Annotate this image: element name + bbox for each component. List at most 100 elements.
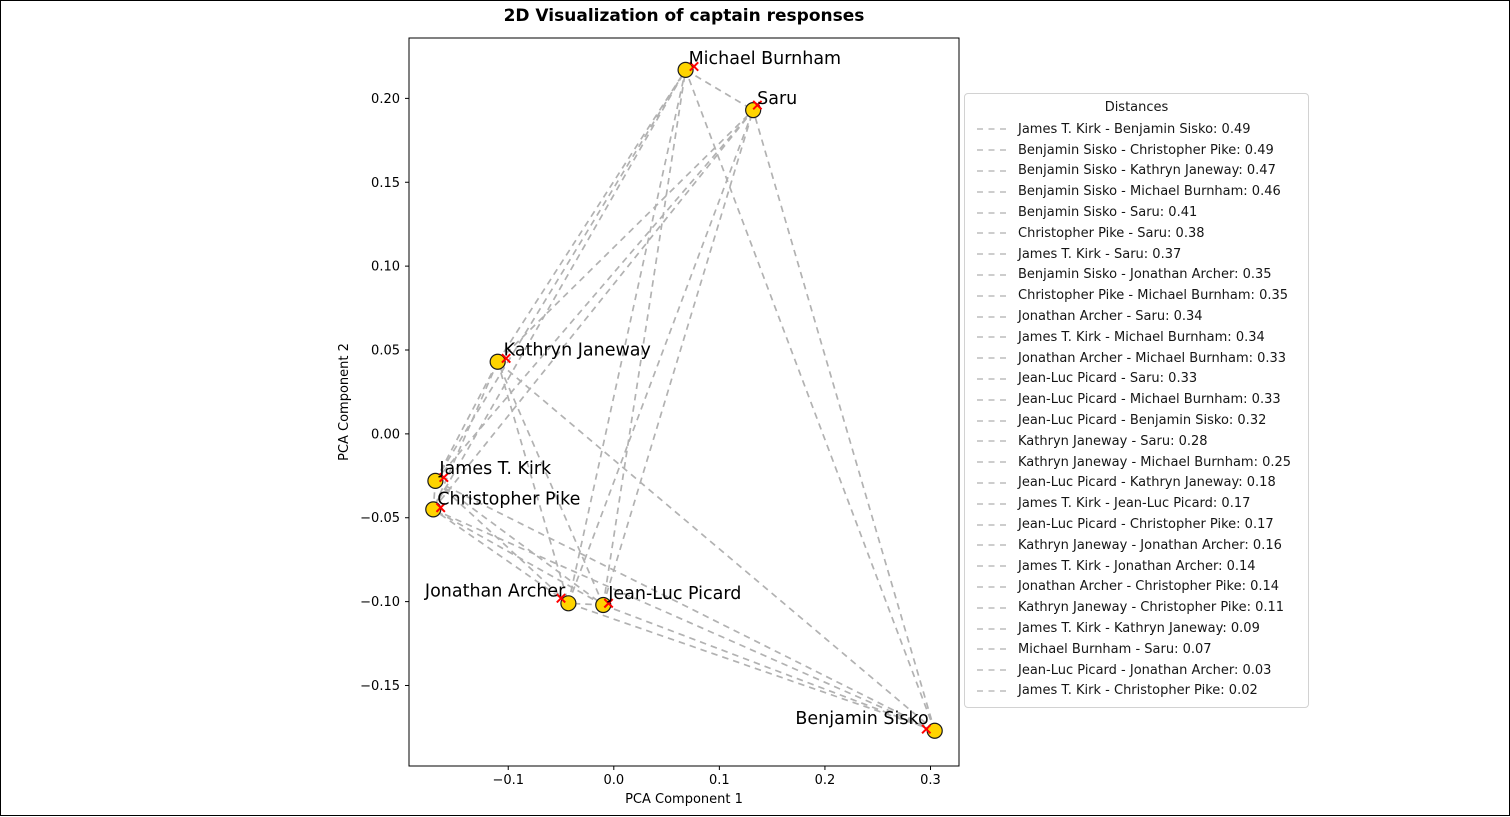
distance-edge (496, 361, 570, 604)
legend-entry-label: James T. Kirk - Saru: 0.37 (1018, 246, 1182, 262)
legend-dash-icon (977, 253, 1006, 256)
captain-label: Benjamin Sisko (795, 709, 928, 729)
legend-dash-icon (977, 544, 1006, 547)
legend-entry-label: James T. Kirk - Christopher Pike: 0.02 (1018, 683, 1258, 699)
legend-row: James T. Kirk - Michael Burnham: 0.34 (971, 327, 1302, 348)
y-tick-label: 0.00 (371, 427, 400, 442)
captain-point (489, 353, 506, 370)
legend-row: Jonathan Archer - Saru: 0.34 (971, 306, 1302, 327)
legend-row: Jean-Luc Picard - Saru: 0.33 (971, 369, 1302, 390)
legend-entry-label: Jean-Luc Picard - Michael Burnham: 0.33 (1018, 392, 1281, 408)
x-marker-icon (752, 100, 763, 111)
distance-edge (602, 604, 936, 732)
legend-entry-label: Benjamin Sisko - Jonathan Archer: 0.35 (1018, 267, 1272, 283)
legend-row: Jean-Luc Picard - Benjamin Sisko: 0.32 (971, 410, 1302, 431)
distance-edge (432, 508, 604, 606)
legend-dash-icon (977, 294, 1006, 297)
legend-row: James T. Kirk - Kathryn Janeway: 0.09 (971, 618, 1302, 639)
legend-dash-icon (977, 461, 1006, 464)
y-tick-label: 0.20 (371, 92, 400, 107)
x-tick-label: 0.0 (603, 773, 624, 788)
distance-edge (434, 480, 569, 604)
captain-point (560, 595, 577, 612)
legend-entry-label: Benjamin Sisko - Saru: 0.41 (1018, 205, 1198, 221)
legend-row: Jean-Luc Picard - Kathryn Janeway: 0.18 (971, 473, 1302, 494)
legend-dash-icon (977, 648, 1006, 651)
legend-row: Jean-Luc Picard - Michael Burnham: 0.33 (971, 389, 1302, 410)
x-marker-icon (501, 353, 512, 364)
legend-dash-icon (977, 128, 1006, 131)
distance-edge (435, 480, 936, 732)
x-marker-icon (603, 598, 614, 609)
legend-dash-icon (977, 315, 1006, 318)
x-axis-label: PCA Component 1 (625, 792, 743, 807)
legend-row: Benjamin Sisko - Kathryn Janeway: 0.47 (971, 161, 1302, 182)
distance-edge (567, 109, 754, 604)
legend-dash-icon (977, 669, 1006, 672)
legend-row: Jonathan Archer - Michael Burnham: 0.33 (971, 348, 1302, 369)
y-tick-label: −0.10 (360, 595, 400, 610)
legend-entry-label: Christopher Pike - Michael Burnham: 0.35 (1018, 288, 1289, 304)
legend-dash-icon (977, 211, 1006, 214)
x-marker-icon (921, 724, 932, 735)
x-tick-label: −0.1 (492, 773, 524, 788)
x-marker-icon (689, 61, 699, 72)
legend-entry-label: Jean-Luc Picard - Jonathan Archer: 0.03 (1018, 662, 1272, 678)
legend-dash-icon (977, 149, 1006, 152)
legend-dash-icon (977, 336, 1006, 339)
legend-dash-icon (977, 398, 1006, 401)
legend-entry-label: Jonathan Archer - Christopher Pike: 0.14 (1018, 579, 1280, 595)
legend-entry-label: Jean-Luc Picard - Saru: 0.33 (1018, 371, 1198, 387)
legend-dash-icon (977, 273, 1006, 276)
captain-label: Saru (757, 89, 797, 109)
legend-row: James T. Kirk - Benjamin Sisko: 0.49 (971, 119, 1302, 140)
legend-entry-label: Michael Burnham - Saru: 0.07 (1018, 641, 1212, 657)
legend-dash-icon (977, 627, 1006, 630)
distance-edge (602, 109, 754, 606)
legend-entry-label: Jean-Luc Picard - Kathryn Janeway: 0.18 (1018, 475, 1276, 491)
legend-row: Benjamin Sisko - Christopher Pike: 0.49 (971, 140, 1302, 161)
legend-row: Kathryn Janeway - Jonathan Archer: 0.16 (971, 535, 1302, 556)
legend-row: Benjamin Sisko - Saru: 0.41 (971, 202, 1302, 223)
legend-dash-icon (977, 565, 1006, 568)
distance-edge (496, 361, 605, 606)
legend-entry-label: Kathryn Janeway - Michael Burnham: 0.25 (1018, 454, 1292, 470)
legend-dash-icon (977, 440, 1006, 443)
legend-dash-icon (977, 606, 1006, 609)
distance-edge (432, 69, 687, 510)
legend-dash-icon (977, 523, 1006, 526)
x-marker-icon (556, 593, 566, 604)
captain-point (425, 501, 442, 518)
captain-point (427, 472, 444, 489)
legend-dash-icon (977, 502, 1006, 505)
legend-entry-label: Jean-Luc Picard - Benjamin Sisko: 0.32 (1018, 413, 1267, 429)
legend-entry-label: James T. Kirk - Jean-Luc Picard: 0.17 (1018, 496, 1251, 512)
legend-row: Christopher Pike - Saru: 0.38 (971, 223, 1302, 244)
distances-legend: Distances James T. Kirk - Benjamin Sisko… (964, 93, 1309, 709)
y-tick-label: −0.15 (360, 679, 400, 694)
legend-entry-label: James T. Kirk - Jonathan Archer: 0.14 (1018, 558, 1256, 574)
legend-dash-icon (977, 377, 1006, 380)
distance-edge (497, 109, 754, 363)
legend-row: James T. Kirk - Saru: 0.37 (971, 244, 1302, 265)
distance-edge (684, 69, 936, 732)
plot-box (408, 37, 960, 767)
distance-edge (752, 109, 936, 732)
x-marker-icon (438, 472, 449, 483)
distance-edge (434, 480, 604, 606)
legend-entry-label: James T. Kirk - Benjamin Sisko: 0.49 (1018, 121, 1251, 137)
distance-edge (432, 361, 499, 510)
legend-dash-icon (977, 585, 1006, 588)
captain-label: Michael Burnham (689, 49, 842, 69)
x-tick-label: 0.2 (815, 773, 836, 788)
legend-dash-icon (977, 481, 1006, 484)
y-tick-label: 0.10 (371, 260, 400, 275)
legend-title: Distances (1104, 100, 1169, 115)
legend-row: James T. Kirk - Jonathan Archer: 0.14 (971, 556, 1302, 577)
y-tick-label: −0.05 (360, 511, 400, 526)
distance-edge (434, 109, 754, 482)
x-tick-label: 0.3 (920, 773, 941, 788)
legend-entry-label: Kathryn Janeway - Jonathan Archer: 0.16 (1018, 537, 1282, 553)
